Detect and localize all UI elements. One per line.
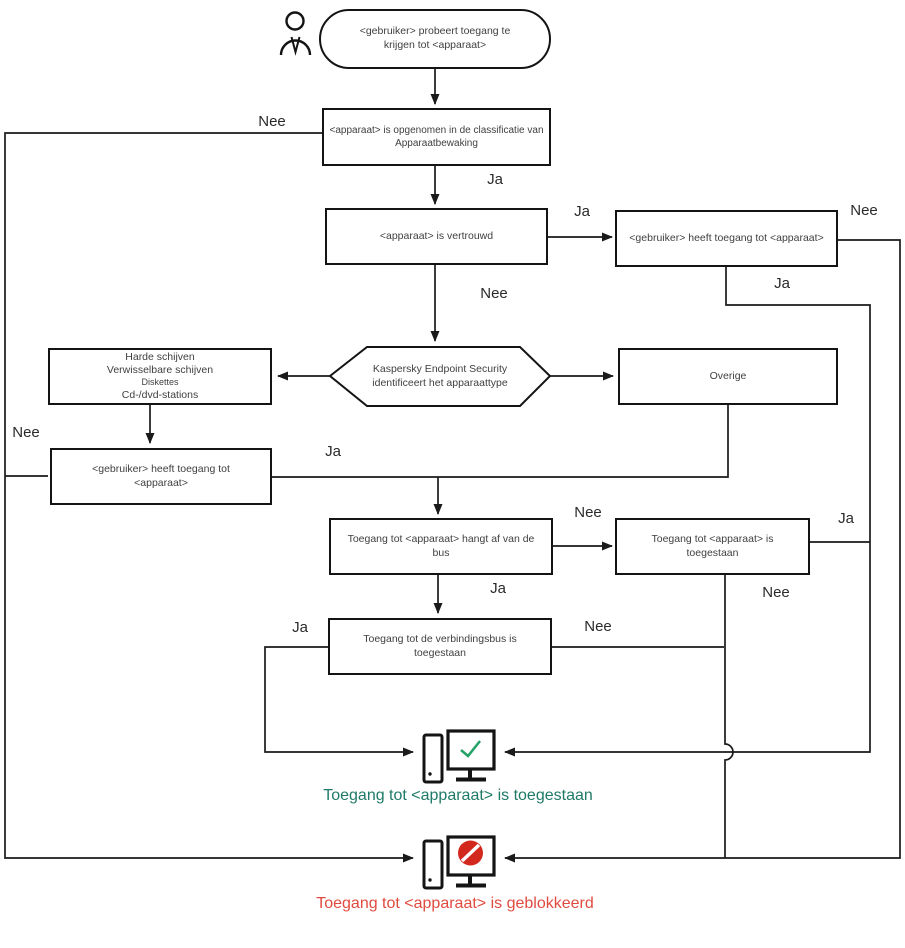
user-access-disk-node: <gebruiker> heeft toegang tot <apparaat> bbox=[50, 448, 272, 505]
disk-type-cd-dvd: Cd-/dvd-stations bbox=[121, 388, 199, 401]
user-access-trusted-text: <gebruiker> heeft toegang tot <apparaat> bbox=[629, 231, 824, 244]
connector-other-to-busline bbox=[272, 405, 729, 478]
bus-access-allowed-text: Toegang tot de verbindingsbus is toegest… bbox=[363, 632, 517, 659]
actor-icon bbox=[279, 11, 312, 56]
disk-type-removable: Verwisselbare schijven bbox=[106, 364, 214, 377]
edge-label-nee: Nee bbox=[574, 504, 602, 521]
check-icon bbox=[460, 740, 482, 758]
connector-busallowed-yes-to-allowed bbox=[264, 646, 414, 757]
classification-node-text: <apparaat> is opgenomen in de classifica… bbox=[329, 125, 544, 149]
start-node: <gebruiker> probeert toegang te krijgen … bbox=[350, 12, 520, 66]
bus-depends-text: Toegang tot <apparaat> hangt af van de b… bbox=[347, 532, 535, 559]
classification-node: <apparaat> is opgenomen in de classifica… bbox=[322, 108, 551, 166]
edge-label-ja: Ja bbox=[838, 510, 854, 527]
other-node-text: Overige bbox=[709, 369, 747, 382]
device-access-allowed-node: Toegang tot <apparaat> is toegestaan bbox=[615, 518, 810, 575]
computer-allowed-icon bbox=[422, 729, 496, 784]
result-allowed-text: Toegang tot <apparaat> is toegestaan bbox=[323, 787, 593, 804]
disk-types-node: Harde schijven Verwisselbare schijven Di… bbox=[48, 348, 272, 405]
edge-label-nee: Nee bbox=[850, 202, 878, 219]
disk-type-hard-drives: Harde schijven bbox=[125, 351, 195, 364]
computer-blocked-icon bbox=[422, 835, 496, 890]
connector-useraccess-no-to-blocked bbox=[504, 239, 901, 863]
trusted-node: <apparaat> is vertrouwd bbox=[325, 208, 548, 265]
edge-label-ja: Ja bbox=[292, 619, 308, 636]
edge-label-ja: Ja bbox=[574, 203, 590, 220]
identify-node-text: Kaspersky Endpoint Security identificeer… bbox=[372, 362, 508, 389]
start-node-text: <gebruiker> probeert toegang te krijgen … bbox=[359, 25, 511, 51]
user-access-trusted-node: <gebruiker> heeft toegang tot <apparaat> bbox=[615, 210, 838, 267]
other-node: Overige bbox=[618, 348, 838, 405]
connector-classification-no-to-blocked bbox=[4, 132, 414, 863]
edge-label-nee: Nee bbox=[762, 584, 790, 601]
disk-type-floppy: Diskettes bbox=[141, 377, 179, 388]
edge-label-nee: Nee bbox=[480, 285, 508, 302]
bus-depends-node: Toegang tot <apparaat> hangt af van de b… bbox=[329, 518, 553, 575]
edge-label-ja: Ja bbox=[325, 443, 341, 460]
connector-useraccess-yes-to-allowed bbox=[504, 267, 871, 757]
edge-label-ja: Ja bbox=[490, 580, 506, 597]
edge-label-ja: Ja bbox=[487, 171, 503, 188]
edge-label-nee: Nee bbox=[12, 424, 40, 441]
result-blocked-text: Toegang tot <apparaat> is geblokkeerd bbox=[316, 895, 594, 912]
edge-label-nee: Nee bbox=[584, 618, 612, 635]
device-access-allowed-text: Toegang tot <apparaat> is toegestaan bbox=[651, 532, 774, 559]
trusted-node-text: <apparaat> is vertrouwd bbox=[379, 229, 494, 242]
bus-access-allowed-node: Toegang tot de verbindingsbus is toegest… bbox=[328, 618, 552, 675]
edge-label-ja: Ja bbox=[774, 275, 790, 292]
connector-deviceallowed-no-to-blocked bbox=[724, 575, 734, 858]
flow-connectors bbox=[4, 68, 901, 863]
edge-label-nee: Nee bbox=[258, 113, 286, 130]
identify-node: Kaspersky Endpoint Security identificeer… bbox=[355, 350, 525, 403]
user-access-disk-text: <gebruiker> heeft toegang tot <apparaat> bbox=[92, 462, 230, 489]
